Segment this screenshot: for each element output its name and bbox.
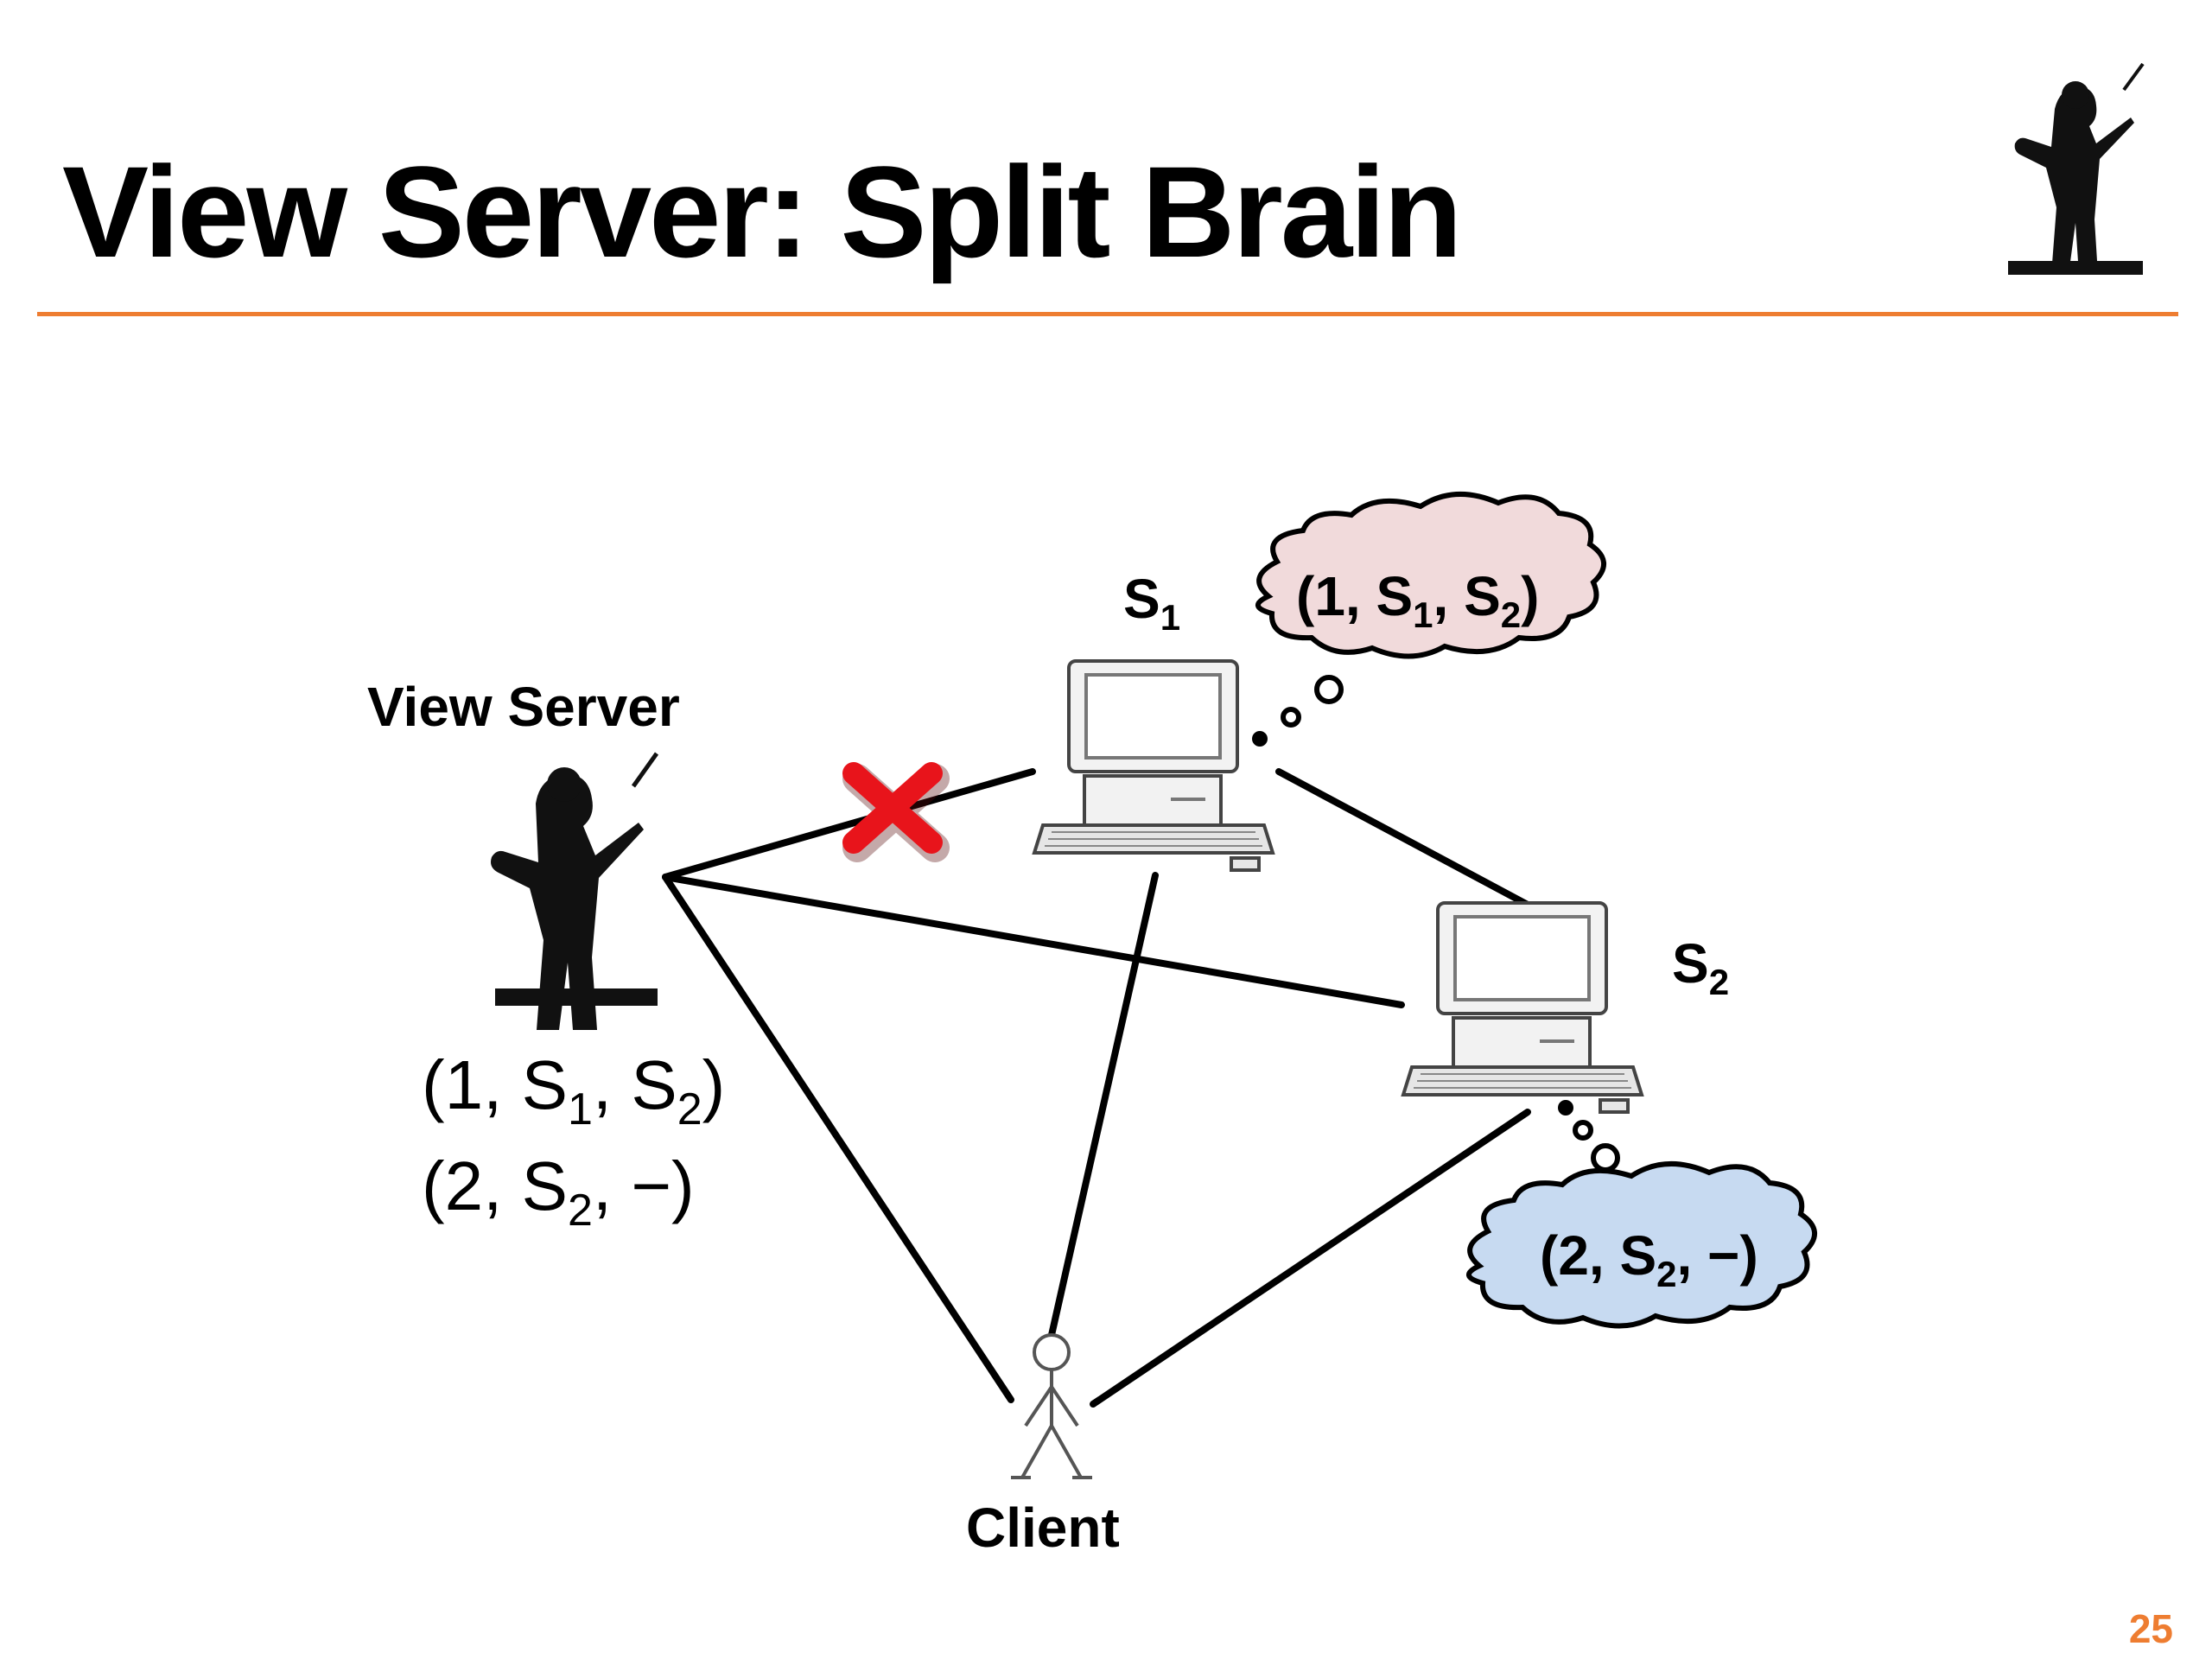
s2-thought-cloud [1466, 1100, 1817, 1329]
logo-conductor-icon [2008, 62, 2145, 275]
link-viewserver-s1 [662, 768, 1036, 880]
link-s1-s2 [1275, 768, 1531, 908]
client-label: Client [966, 1497, 1120, 1559]
link-viewserver-client [662, 874, 1014, 1403]
slide-title: View Server: Split Brain [62, 139, 1463, 284]
viewserver-view-line-2: (2, S2, −) [422, 1147, 695, 1236]
link-s2-client [1090, 1109, 1531, 1408]
s1-thought-cloud [1252, 492, 1606, 747]
page-number: 25 [2128, 1606, 2173, 1651]
s1-thought-text: (1, S1, S2) [1296, 565, 1539, 635]
s2-thought-text: (2, S2, −) [1540, 1224, 1758, 1294]
x-mark-icon [842, 762, 950, 862]
viewserver-view-line-1: (1, S1, S2) [422, 1046, 725, 1135]
link-viewserver-s2 [662, 874, 1405, 1008]
link-s1-client [1048, 872, 1159, 1338]
s1-label: S1 [1123, 568, 1180, 638]
client-stick-figure-icon [1011, 1333, 1092, 1479]
s2-label: S2 [1672, 932, 1729, 1002]
viewserver-label: View Server [367, 676, 680, 738]
s1-computer-icon [1032, 659, 1275, 872]
title-rule [37, 312, 2178, 316]
s2-computer-icon [1401, 901, 1644, 1114]
viewserver-conductor-icon [491, 752, 659, 1030]
